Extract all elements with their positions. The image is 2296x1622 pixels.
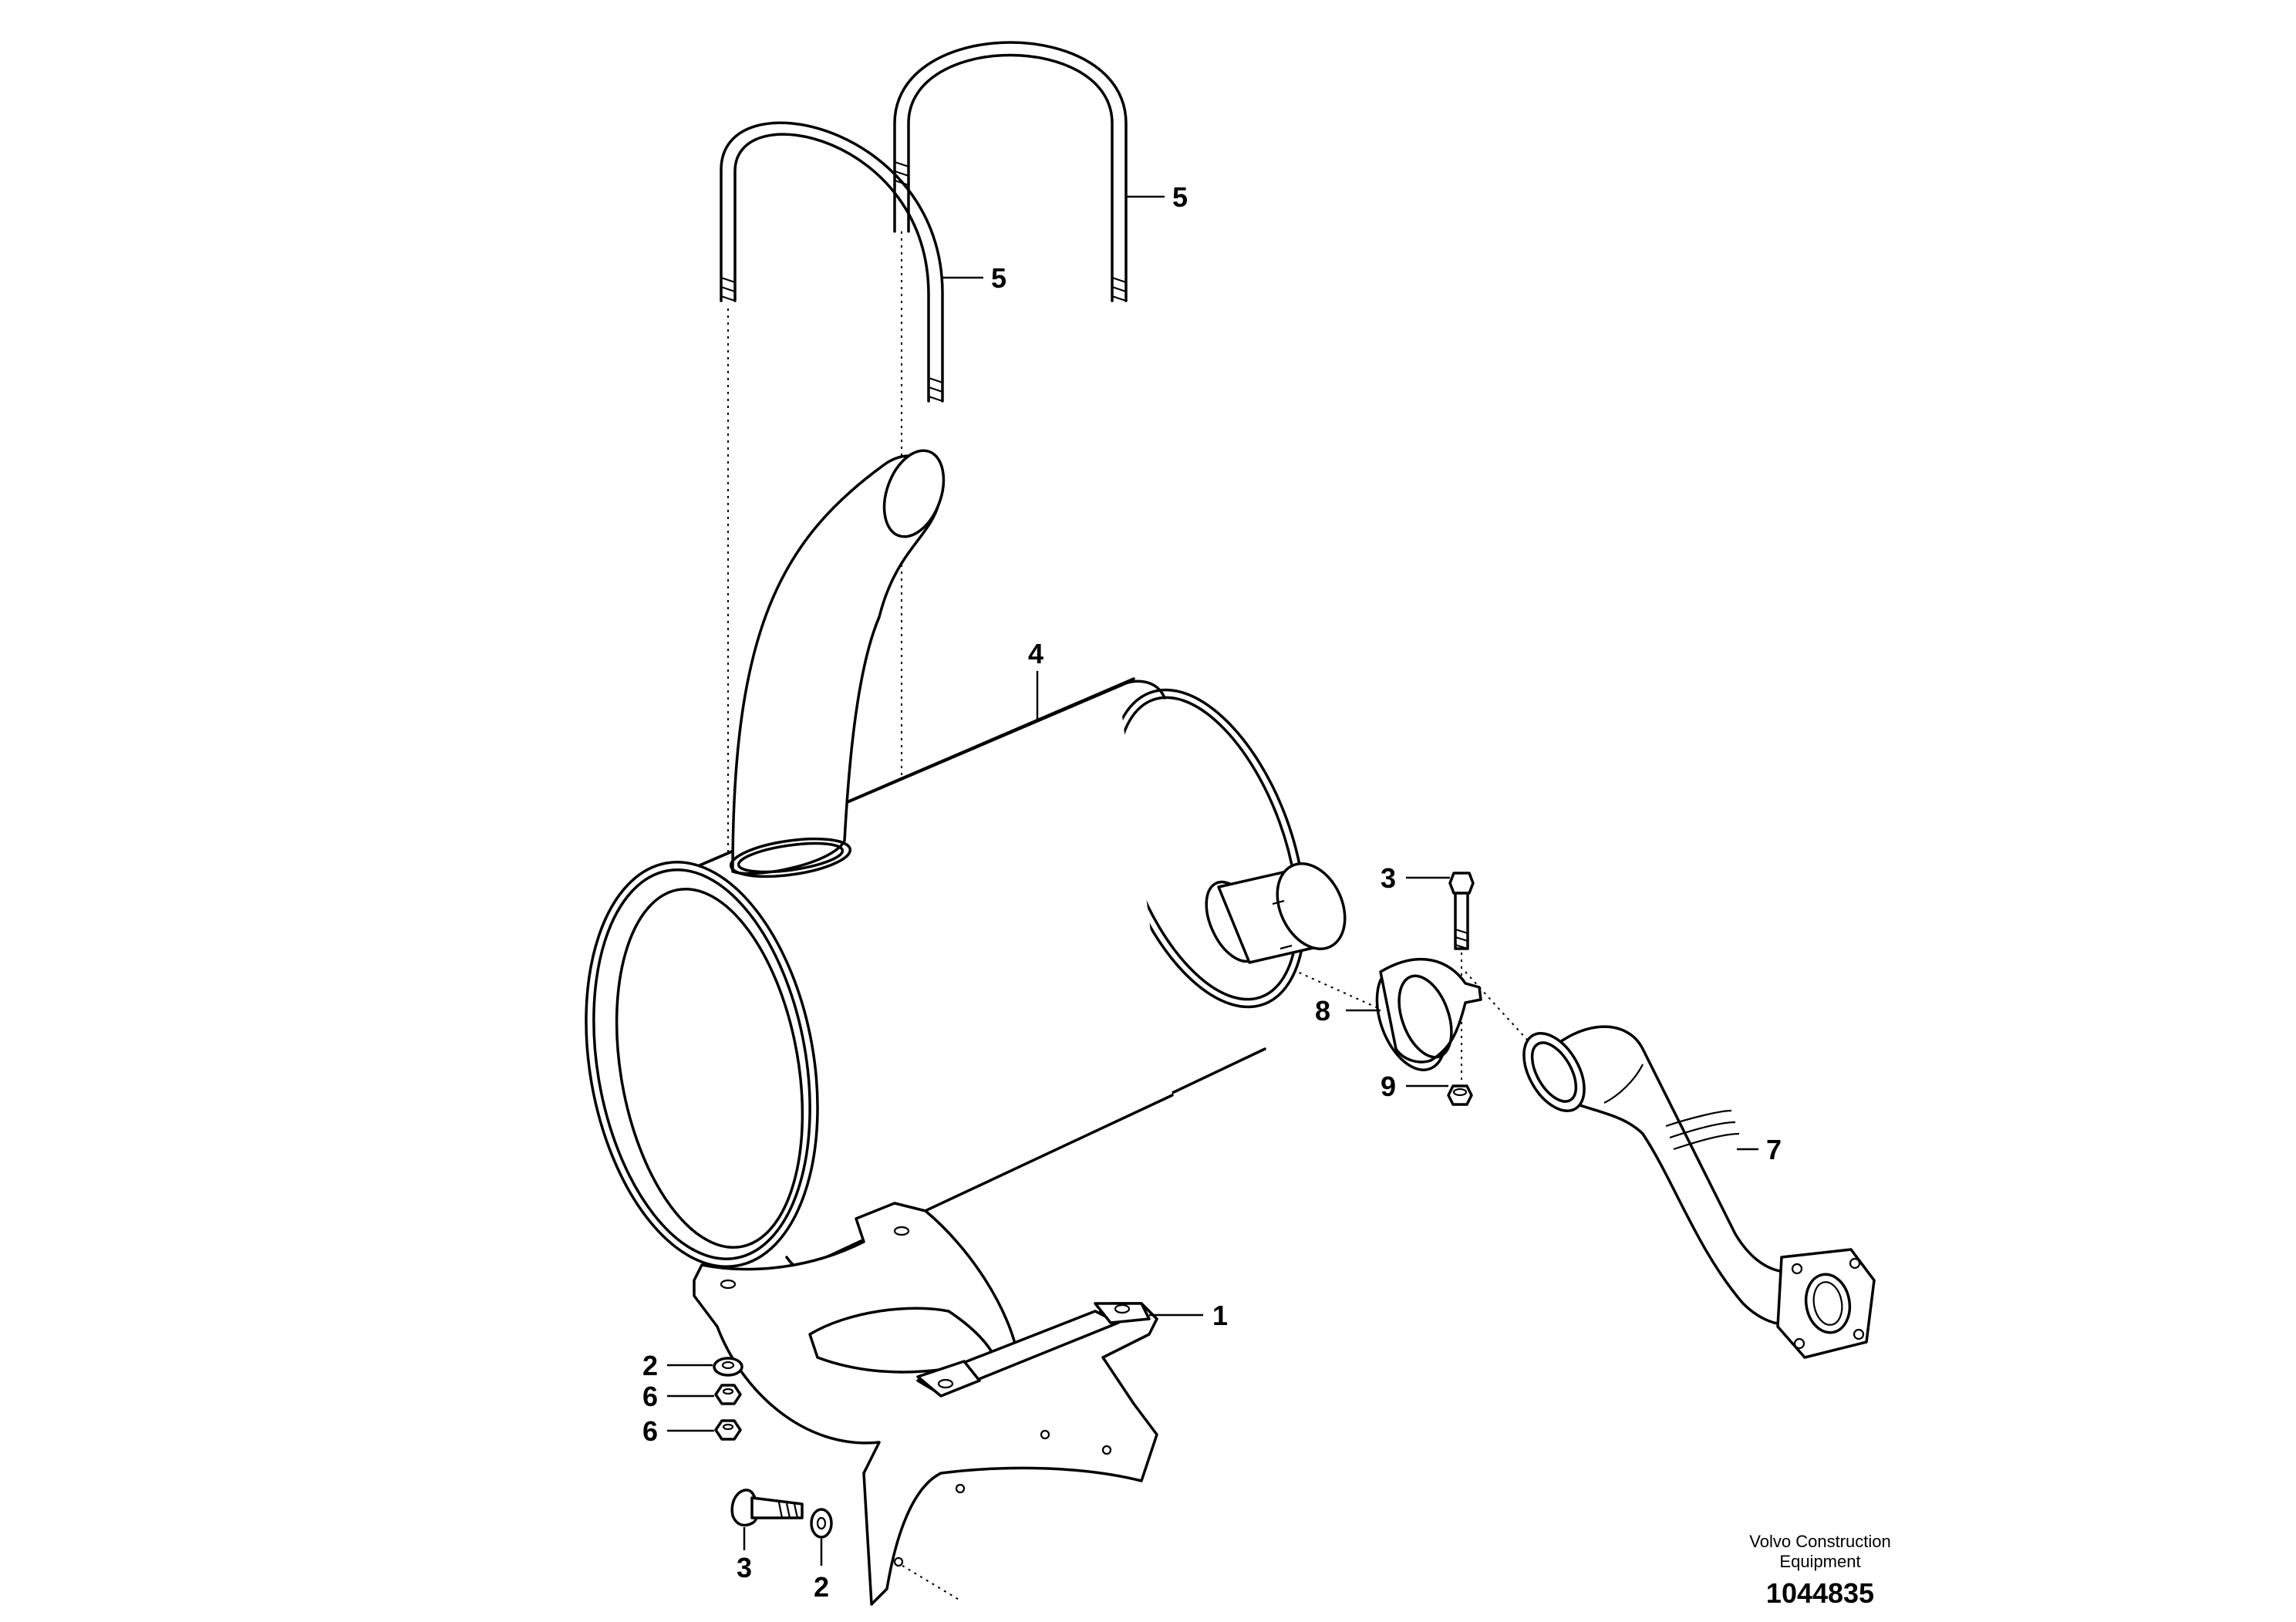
washer-left — [713, 1357, 743, 1377]
leader-lines — [667, 195, 1758, 1566]
bolt-bottom — [730, 1489, 804, 1527]
tail-pipe — [729, 449, 946, 878]
support-bracket — [693, 1202, 1158, 1606]
callout-3-bottom-bolt: 3 — [737, 1552, 752, 1583]
nut-lower — [714, 1419, 742, 1441]
nut-upper — [714, 1384, 742, 1405]
pipe-clamp — [1375, 958, 1482, 1071]
callout-4: 4 — [1028, 638, 1043, 669]
muffler — [585, 677, 1347, 1276]
callout-2-washer-bottom: 2 — [814, 1571, 829, 1603]
brand-line-1: Volvo Construction — [1749, 1532, 1890, 1551]
callout-7: 7 — [1766, 1134, 1782, 1165]
callout-9: 9 — [1381, 1071, 1396, 1102]
brand-line-2: Equipment — [1779, 1552, 1860, 1571]
washer-bottom — [810, 1508, 833, 1539]
callout-8: 8 — [1315, 995, 1330, 1027]
callout-3-clamp-bolt: 3 — [1381, 862, 1396, 894]
callout-1: 1 — [1212, 1300, 1228, 1331]
u-bolt-front — [720, 121, 944, 403]
callout-6-nut-lower: 6 — [642, 1415, 658, 1447]
callout-5-rear: 5 — [1172, 181, 1188, 213]
nut-clamp — [1447, 1084, 1473, 1106]
bolt-clamp — [1448, 872, 1475, 950]
exhaust-pipe — [1522, 1025, 1876, 1359]
document-number: 1044835 — [1766, 1577, 1874, 1609]
callout-5-front: 5 — [991, 262, 1006, 294]
u-bolt-rear — [893, 41, 1128, 302]
callout-6-nut-upper: 6 — [642, 1381, 658, 1412]
callout-2-washer-left: 2 — [642, 1350, 658, 1381]
